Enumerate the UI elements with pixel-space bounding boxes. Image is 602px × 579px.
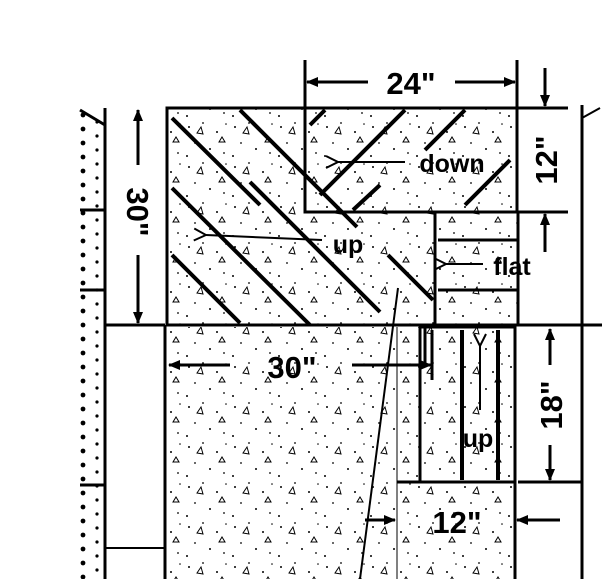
right-ramp xyxy=(418,325,517,484)
slope-label-flat: flat xyxy=(493,253,531,281)
dimension-label-12-vertical: 12" xyxy=(529,135,564,184)
slope-label-up-right: up xyxy=(463,425,494,453)
dimension-right-height: 18" xyxy=(518,328,582,484)
dimension-label-30-vertical: 30" xyxy=(120,187,155,236)
leader-line xyxy=(359,287,399,579)
slope-flat: flat xyxy=(446,253,531,281)
dimension-label-30-horizontal: 30" xyxy=(267,350,316,385)
dimension-label-18: 18" xyxy=(534,380,569,429)
dimension-label-12-horizontal: 12" xyxy=(432,505,481,540)
slope-label-up-main: up xyxy=(333,231,364,259)
left-wall xyxy=(79,108,167,579)
left-wall-dots xyxy=(80,112,99,579)
dimension-left-height: 30" xyxy=(120,109,155,324)
slope-up-main: up xyxy=(206,231,363,259)
top-step-block xyxy=(303,106,519,214)
right-wall xyxy=(518,105,602,579)
slope-label-down: down xyxy=(419,150,484,178)
dimension-bottom-width: 12" xyxy=(365,505,560,540)
flat-strip xyxy=(433,210,520,327)
lower-concrete xyxy=(167,327,517,579)
dimension-top-height: 12" xyxy=(517,68,568,252)
dimension-middle-width: 30" xyxy=(168,350,432,385)
dimension-top-width: 24" xyxy=(303,60,519,108)
dimension-label-24: 24" xyxy=(386,66,435,101)
slope-down: down xyxy=(338,150,485,178)
slope-up-right: up xyxy=(463,346,494,453)
upper-left-block xyxy=(165,106,437,327)
